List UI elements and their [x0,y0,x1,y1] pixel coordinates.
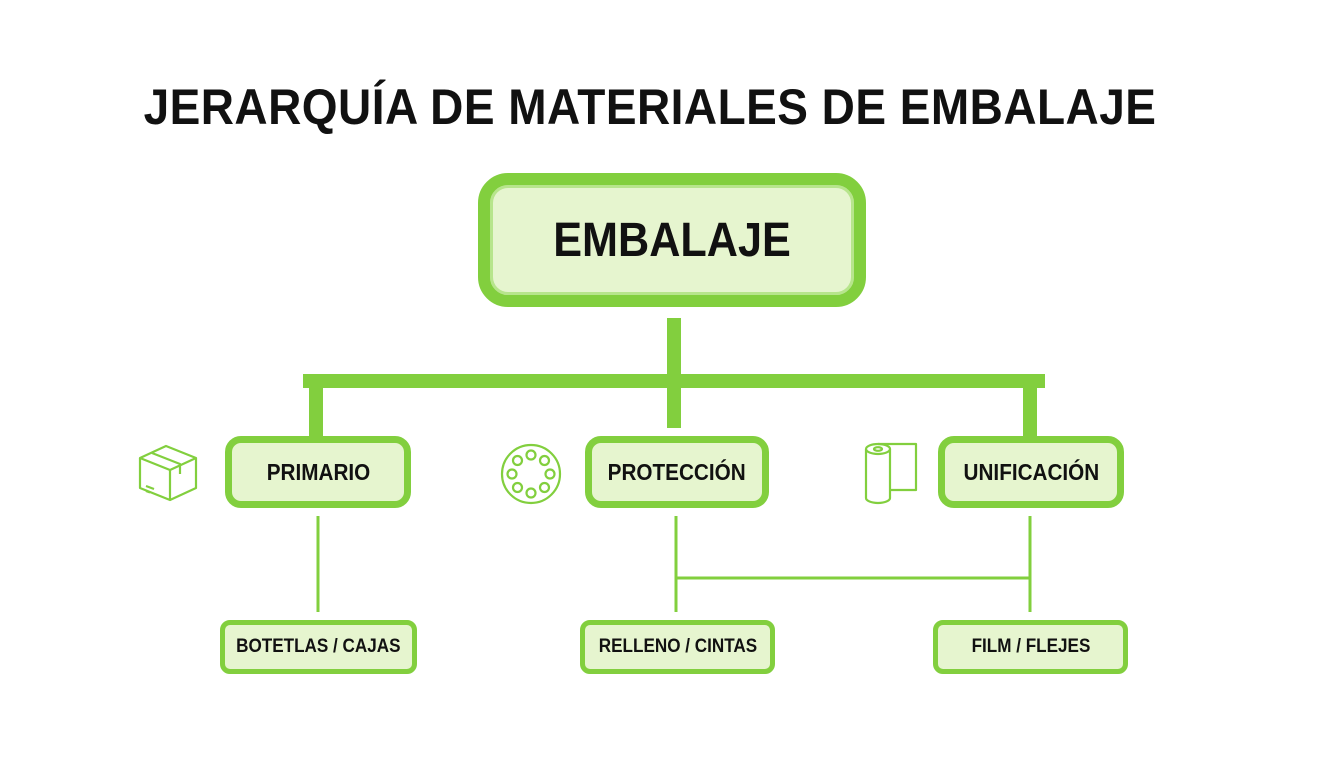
bubble-wrap-icon [500,443,562,505]
leaf-label: FILM / FLEJES [971,636,1090,657]
leaf-node-film-flejes: FILM / FLEJES [933,620,1128,674]
category-node-primario: PRIMARIO [225,436,411,508]
root-node: EMBALAJE [478,173,866,307]
leaf-label: BOTETLAS / CAJAS [236,636,401,657]
category-label: PROTECCIÓN [607,458,747,485]
leaf-node-botellas-cajas: BOTETLAS / CAJAS [220,620,417,674]
category-node-unificacion: UNIFICACIÓN [938,436,1124,508]
root-label: EMBALAJE [553,213,791,267]
box-icon [138,444,198,502]
film-roll-icon [864,442,918,505]
leaf-node-relleno-cintas: RELLENO / CINTAS [580,620,775,674]
page-title: JERARQUÍA DE MATERIALES DE EMBALAJE [143,79,1157,135]
category-label: UNIFICACIÓN [963,458,1099,485]
category-node-proteccion: PROTECCIÓN [585,436,769,508]
category-label: PRIMARIO [266,458,370,485]
leaf-label: RELLENO / CINTAS [598,636,757,657]
